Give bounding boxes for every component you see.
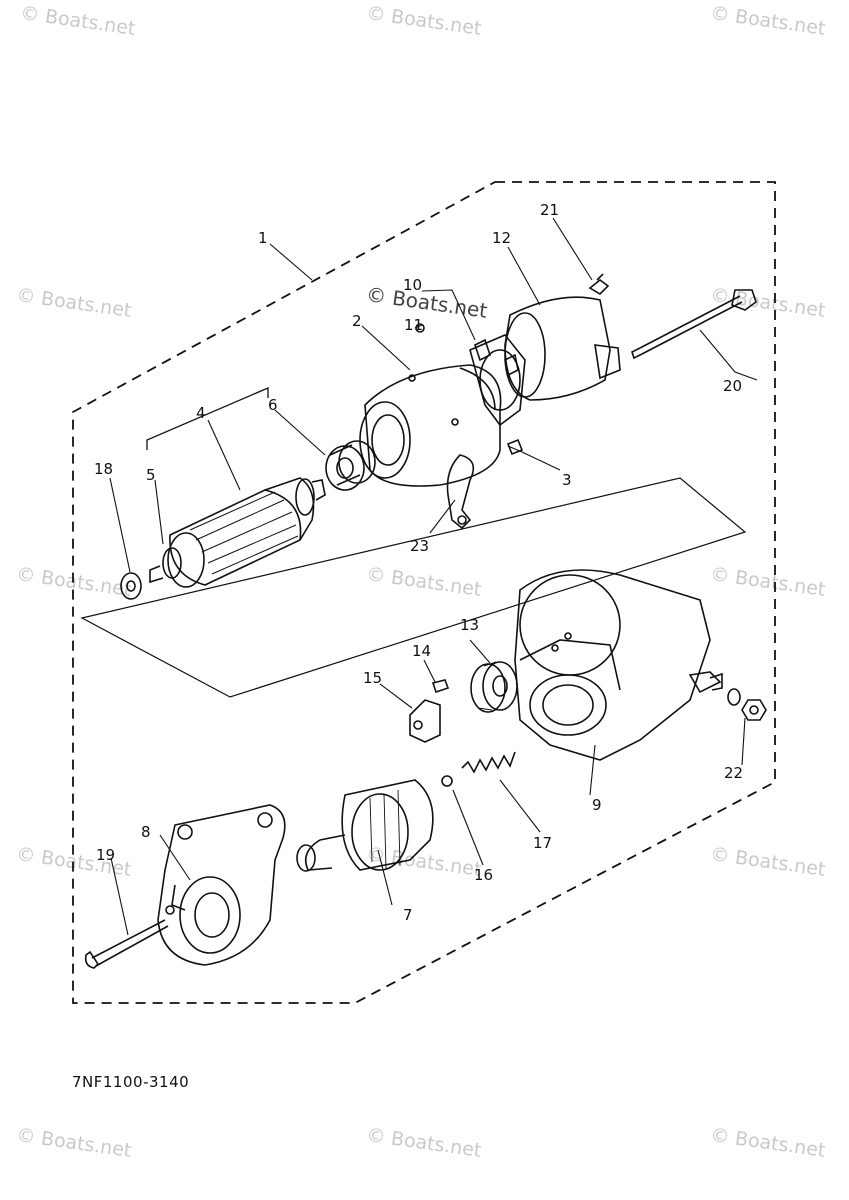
callout-1: 1 xyxy=(258,229,268,247)
callout-5: 5 xyxy=(146,466,156,484)
bolt-small-part xyxy=(588,273,610,296)
callout-23: 23 xyxy=(410,537,429,555)
callout-17: 17 xyxy=(533,834,552,852)
clutch-part xyxy=(296,779,434,872)
callout-2: 2 xyxy=(352,312,362,330)
callout-19: 19 xyxy=(96,846,115,864)
end-cover-part xyxy=(504,296,621,401)
callout-22: 22 xyxy=(724,764,743,782)
washer-part xyxy=(120,572,142,600)
callout-18: 18 xyxy=(94,460,113,478)
ball-part xyxy=(441,775,453,787)
callout-14: 14 xyxy=(412,642,431,660)
housing-part xyxy=(514,569,723,761)
callout-10: 10 xyxy=(403,276,422,294)
armature-part xyxy=(149,477,326,588)
through-bolt-part xyxy=(631,289,757,360)
armature-group-boundary xyxy=(80,477,747,698)
callout-16: 16 xyxy=(474,866,493,884)
leader-lines xyxy=(109,217,758,936)
callout-labels: 1 2 3 4 5 6 7 8 9 10 11 12 13 14 15 16 1… xyxy=(94,201,743,924)
front-bracket-part xyxy=(157,804,286,966)
idle-gear-part xyxy=(470,661,518,713)
assembly-boundary xyxy=(72,181,776,1004)
retainer-part xyxy=(409,699,441,743)
callout-13: 13 xyxy=(460,616,479,634)
callout-8: 8 xyxy=(141,823,151,841)
bearing-part xyxy=(325,440,376,491)
callout-15: 15 xyxy=(363,669,382,687)
callout-21: 21 xyxy=(540,201,559,219)
callout-3: 3 xyxy=(562,471,572,489)
callout-20: 20 xyxy=(723,377,742,395)
callout-6: 6 xyxy=(268,396,278,414)
callout-4: 4 xyxy=(196,404,206,422)
callout-9: 9 xyxy=(592,796,602,814)
diagram-code: 7NF1100-3140 xyxy=(72,1073,190,1091)
terminal-part xyxy=(506,438,524,456)
spring-part xyxy=(461,751,516,774)
long-bolt-part xyxy=(84,919,169,969)
pin-part xyxy=(431,679,450,694)
callout-11: 11 xyxy=(404,316,423,334)
lead-wire-part xyxy=(446,454,475,530)
nut-part xyxy=(727,688,767,721)
callout-7: 7 xyxy=(403,906,413,924)
callout-12: 12 xyxy=(492,229,511,247)
